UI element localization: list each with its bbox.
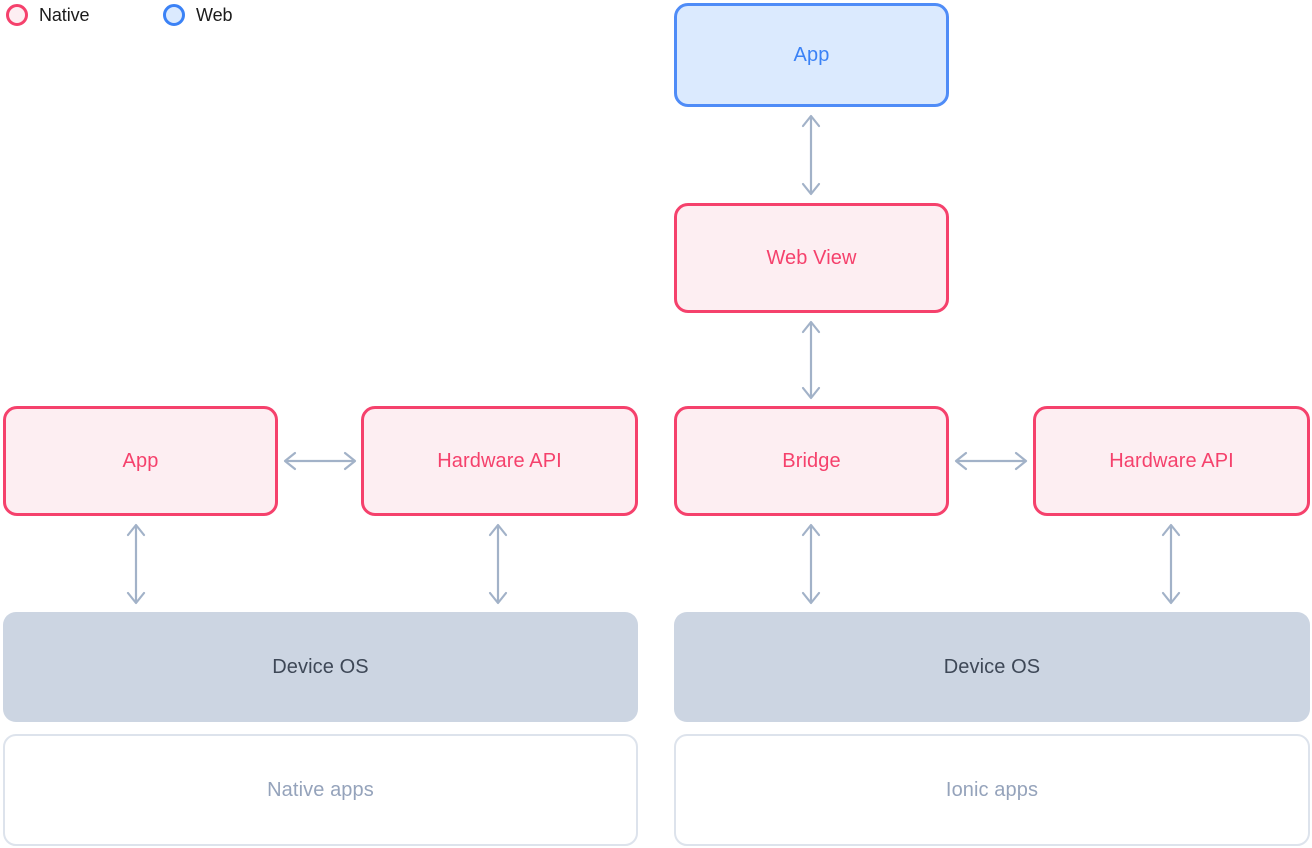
node-ionic-device-os[interactable]: Device OS [674,612,1310,722]
node-native-hardware-api[interactable]: Hardware API [361,406,638,516]
node-web-app-label: App [793,44,830,66]
circle-outline-icon [163,4,185,26]
legend-item-web: Web [163,1,232,29]
arrow-ionic-hardware-api-device-os [1161,523,1181,605]
node-native-device-os-label: Device OS [272,656,369,678]
node-native-app[interactable]: App [3,406,278,516]
circle-outline-icon [6,4,28,26]
node-web-app[interactable]: App [674,3,949,107]
node-native-hardware-api-label: Hardware API [437,450,562,472]
arrow-bridge-device-os [801,523,821,605]
legend-item-native: Native [6,1,90,29]
node-web-view-label: Web View [766,247,857,269]
node-bridge[interactable]: Bridge [674,406,949,516]
arrow-app-webview [801,114,821,196]
legend-label-web: Web [196,5,233,25]
node-bridge-label: Bridge [782,450,841,472]
arrow-native-hardware-api-device-os [488,523,508,605]
node-ionic-hardware-api-label: Hardware API [1109,450,1234,472]
platform-ionic-apps[interactable]: Ionic apps [674,734,1310,846]
platform-native-apps-label: Native apps [267,779,374,801]
node-ionic-device-os-label: Device OS [943,656,1041,678]
arrow-native-app-hardware-api [283,451,357,471]
arrow-webview-bridge [801,320,821,400]
node-web-view[interactable]: Web View [674,203,949,313]
platform-native-apps[interactable]: Native apps [3,734,638,846]
arrow-bridge-hardware-api [954,451,1028,471]
node-ionic-hardware-api[interactable]: Hardware API [1033,406,1310,516]
node-native-device-os[interactable]: Device OS [3,612,638,722]
platform-ionic-apps-label: Ionic apps [945,779,1039,801]
legend-label-native: Native [39,5,90,25]
node-native-app-label: App [122,450,159,472]
arrow-native-app-device-os [126,523,146,605]
